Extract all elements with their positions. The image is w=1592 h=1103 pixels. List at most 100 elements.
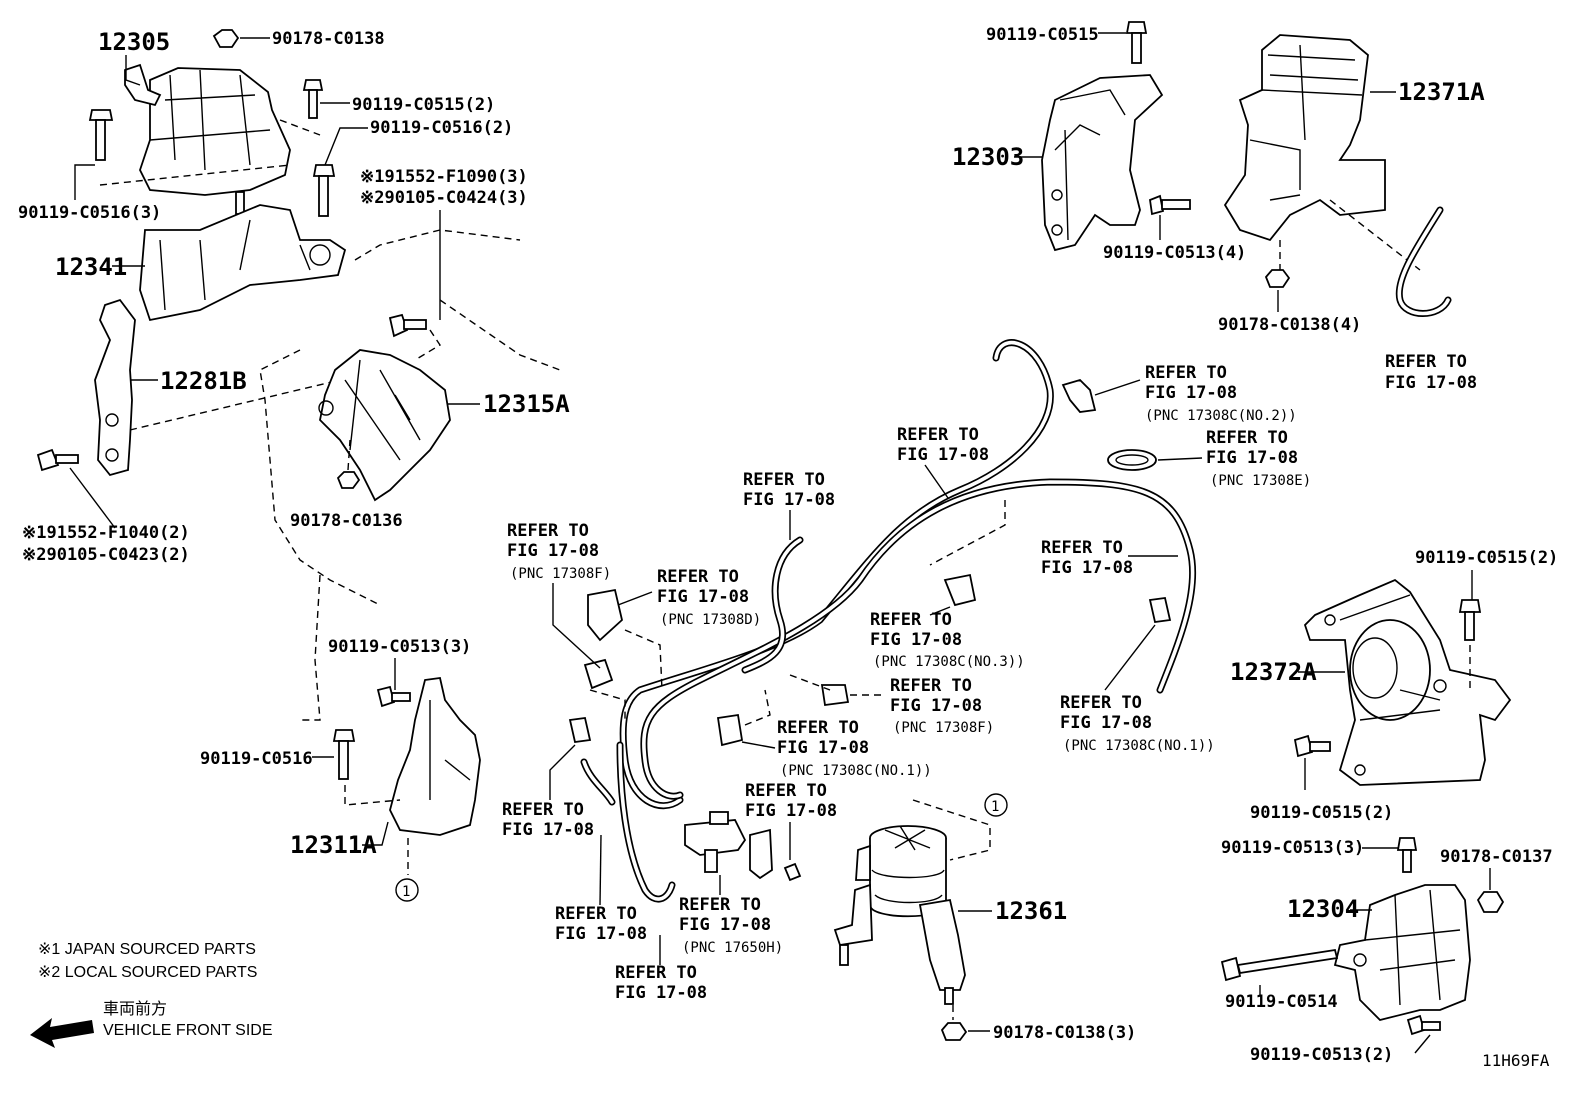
bolt-90119-C0515-top xyxy=(1125,21,1148,64)
ref-17308F-right: REFER TO FIG 17-08 (PNC 17308F) xyxy=(890,676,994,736)
label-90119-C0513-4: 90119-C0513(4) xyxy=(1103,243,1246,263)
bolt-90119-C0516 xyxy=(312,164,336,217)
svg-text:FIG 17-08: FIG 17-08 xyxy=(777,738,869,758)
nut-90178-C0137 xyxy=(1476,891,1505,913)
svg-text:FIG 17-08: FIG 17-08 xyxy=(657,587,749,607)
label-12303: 12303 xyxy=(952,143,1024,171)
svg-text:REFER TO: REFER TO xyxy=(1041,538,1123,558)
svg-text:REFER TO: REFER TO xyxy=(745,781,827,801)
vsv-17650H xyxy=(684,811,747,873)
label-90119-C0513-3: 90119-C0513(3) xyxy=(328,637,471,657)
svg-text:REFER TO: REFER TO xyxy=(507,521,589,541)
front-side-jp: 車両前方 xyxy=(103,1000,167,1018)
nut-90178-C0136 xyxy=(336,471,361,489)
part-12304-drawing xyxy=(1333,884,1471,1021)
label-91552-F1090: ※191552-F1090(3) xyxy=(360,167,528,187)
bolt-90119-C0516-3 xyxy=(88,109,114,161)
label-90119-C0515-2-right: 90119-C0515(2) xyxy=(1415,548,1558,568)
diagram-id: 11H69FA xyxy=(1482,1051,1550,1070)
front-side-en: VEHICLE FRONT SIDE xyxy=(103,1022,273,1039)
svg-text:REFER TO: REFER TO xyxy=(1206,428,1288,448)
part-12361-drawing xyxy=(833,825,966,1005)
svg-text:REFER TO: REFER TO xyxy=(743,470,825,490)
label-12341: 12341 xyxy=(55,253,127,281)
svg-text:(PNC 17308E): (PNC 17308E) xyxy=(1210,473,1311,489)
part-12305-drawing xyxy=(124,63,291,215)
label-90119-C0516-3: 90119-C0516(3) xyxy=(18,203,161,223)
label-90119-C0514: 90119-C0514 xyxy=(1225,992,1338,1012)
ref-17308C-no2: REFER TO FIG 17-08 (PNC 17308C(NO.2)) xyxy=(1145,363,1297,424)
svg-text:(PNC 17308C(NO.1)): (PNC 17308C(NO.1)) xyxy=(1063,738,1215,754)
svg-text:(PNC 17308F): (PNC 17308F) xyxy=(510,566,611,582)
svg-text:REFER TO: REFER TO xyxy=(870,610,952,630)
label-90178-C0138-3: 90178-C0138(3) xyxy=(993,1023,1136,1043)
svg-text:FIG 17-08: FIG 17-08 xyxy=(743,490,835,510)
circle-marker-left: 1 xyxy=(395,878,419,902)
label-12305: 12305 xyxy=(98,28,170,56)
label-90178-C0136: 90178-C0136 xyxy=(290,511,403,531)
bolt-90119-C0516 xyxy=(332,729,356,780)
label-90119-C0515-2: 90119-C0515(2) xyxy=(352,95,495,115)
svg-text:REFER TO: REFER TO xyxy=(890,676,972,696)
part-12371A-drawing xyxy=(1223,34,1386,242)
svg-text:FIG 17-08: FIG 17-08 xyxy=(890,696,982,716)
note-japan-sourced: ※1 JAPAN SOURCED PARTS xyxy=(38,941,256,958)
ref-short-tube: REFER TO FIG 17-08 xyxy=(502,800,594,840)
svg-text:FIG 17-08: FIG 17-08 xyxy=(507,541,599,561)
part-12311A-drawing xyxy=(389,676,481,836)
svg-text:FIG 17-08: FIG 17-08 xyxy=(897,445,989,465)
bolt-90119-C0515-lower xyxy=(1293,734,1331,758)
part-12341-drawing xyxy=(139,204,347,322)
label-90119-C0515: 90119-C0515 xyxy=(986,25,1099,45)
label-90178-C0137: 90178-C0137 xyxy=(1440,847,1553,867)
svg-text:FIG 17-08: FIG 17-08 xyxy=(1385,373,1477,393)
svg-text:REFER TO: REFER TO xyxy=(897,425,979,445)
svg-text:REFER TO: REFER TO xyxy=(502,800,584,820)
svg-text:FIG 17-08: FIG 17-08 xyxy=(502,820,594,840)
bolt-12311A-a xyxy=(376,685,411,708)
label-90119-C0515-2-lower: 90119-C0515(2) xyxy=(1250,803,1393,823)
clip-17308E xyxy=(1107,449,1157,471)
svg-text:REFER TO: REFER TO xyxy=(777,718,859,738)
label-90119-C0516: 90119-C0516 xyxy=(200,749,313,769)
svg-text:FIG 17-08: FIG 17-08 xyxy=(1206,448,1298,468)
svg-text:FIG 17-08: FIG 17-08 xyxy=(679,915,771,935)
bolt-90119-C0514 xyxy=(1220,948,1339,982)
label-91552-F1040: ※191552-F1040(2) xyxy=(22,523,190,543)
circle-marker-right: 1 xyxy=(984,793,1008,817)
svg-text:REFER TO: REFER TO xyxy=(1385,352,1467,372)
label-12371A: 12371A xyxy=(1398,78,1485,106)
svg-text:(PNC 17650H): (PNC 17650H) xyxy=(682,940,783,956)
clip-17308C-no2 xyxy=(1061,378,1097,413)
ref-lower-tube-b: REFER TO FIG 17-08 xyxy=(615,963,707,1003)
ref-tube-end: REFER TO FIG 17-08 xyxy=(743,470,835,510)
bolt-90119-C0515 xyxy=(302,79,324,119)
svg-text:FIG 17-08: FIG 17-08 xyxy=(1145,383,1237,403)
svg-text:FIG 17-08: FIG 17-08 xyxy=(870,630,962,650)
bolt-90119-C0513-4 xyxy=(1149,194,1191,216)
label-12281B: 12281B xyxy=(160,367,247,395)
svg-text:REFER TO: REFER TO xyxy=(657,567,739,587)
svg-text:REFER TO: REFER TO xyxy=(1060,693,1142,713)
svg-text:FIG 17-08: FIG 17-08 xyxy=(745,801,837,821)
svg-text:(PNC 17308D): (PNC 17308D) xyxy=(660,612,761,628)
part-12372A-drawing xyxy=(1303,578,1512,786)
nut-90178-C0138-3 xyxy=(940,1022,968,1041)
svg-text:FIG 17-08: FIG 17-08 xyxy=(1041,558,1133,578)
svg-text:(PNC 17308F): (PNC 17308F) xyxy=(893,720,994,736)
label-90119-C0513-2: 90119-C0513(2) xyxy=(1250,1045,1393,1065)
label-12361: 12361 xyxy=(995,897,1067,925)
svg-text:REFER TO: REFER TO xyxy=(1145,363,1227,383)
ref-17308C-no1-right: REFER TO FIG 17-08 (PNC 17308C(NO.1)) xyxy=(1060,693,1215,754)
svg-text:(PNC 17308C(NO.1)): (PNC 17308C(NO.1)) xyxy=(780,763,932,779)
ref-right-tube: REFER TO FIG 17-08 xyxy=(1041,538,1133,578)
svg-text:FIG 17-08: FIG 17-08 xyxy=(1060,713,1152,733)
svg-text:REFER TO: REFER TO xyxy=(615,963,697,983)
label-12315A: 12315A xyxy=(483,390,570,418)
nut-90178-C0138-4 xyxy=(1264,269,1291,288)
svg-text:FIG 17-08: FIG 17-08 xyxy=(615,983,707,1003)
bolt-12315A-top xyxy=(388,313,427,338)
part-12303-drawing xyxy=(1041,74,1164,252)
nut-90178-C0138 xyxy=(212,29,240,48)
